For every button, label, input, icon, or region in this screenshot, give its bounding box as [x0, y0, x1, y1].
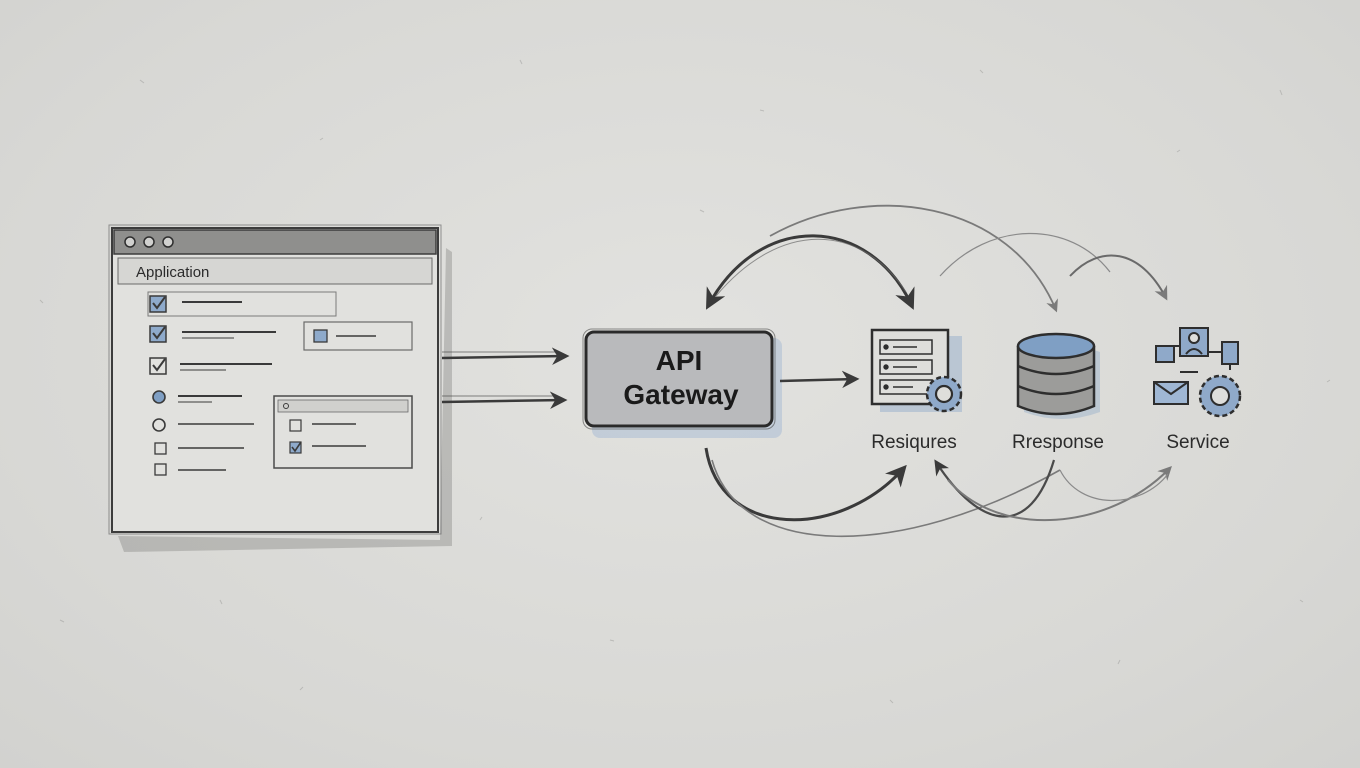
- server-gear-icon: [870, 328, 963, 413]
- radio[interactable]: [152, 418, 166, 432]
- checkbox-checked[interactable]: [149, 357, 167, 375]
- gateway-title-line1: API: [656, 345, 703, 376]
- database-icon: [1016, 332, 1096, 416]
- network-gear-icon: [1153, 327, 1242, 418]
- api-gateway-box: API Gateway: [582, 328, 782, 438]
- checkbox[interactable]: [313, 329, 328, 343]
- checkbox[interactable]: [154, 442, 167, 455]
- resources-label: Resiqures: [871, 432, 957, 453]
- response-label: Rresponse: [1012, 432, 1104, 453]
- radio-selected[interactable]: [152, 390, 166, 404]
- gateway-title-line2: Gateway: [623, 379, 739, 410]
- application-window: Application: [108, 224, 452, 552]
- gateway-to-resources-arrow: [779, 370, 860, 389]
- paper-texture: [39, 59, 1331, 704]
- top-flow-arrows: [705, 204, 1168, 313]
- request-arrows: [441, 347, 570, 409]
- window-control-close-icon[interactable]: [124, 236, 136, 248]
- form-list: [147, 291, 413, 476]
- checkbox-checked[interactable]: [289, 441, 302, 454]
- service-node: Service: [1153, 327, 1242, 453]
- service-label: Service: [1166, 432, 1229, 453]
- resources-node: Resiqures: [870, 328, 963, 453]
- checkbox[interactable]: [289, 419, 302, 432]
- bottom-flow-arrows: [704, 447, 1172, 538]
- response-node: Rresponse: [1012, 332, 1104, 453]
- window-control-maximize-icon[interactable]: [162, 236, 174, 248]
- checkbox[interactable]: [154, 463, 167, 476]
- window-control-minimize-icon[interactable]: [143, 236, 155, 248]
- app-window-title: Application: [136, 264, 209, 281]
